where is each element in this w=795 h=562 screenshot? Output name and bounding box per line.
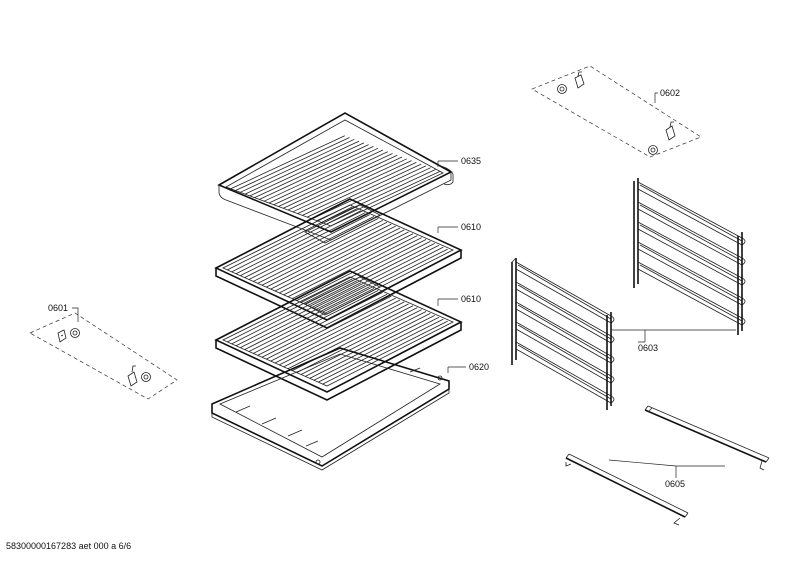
document-id: 58300000167283 aet 000 a 6/6 <box>6 541 132 551</box>
rail-run <box>639 204 743 262</box>
wire-bar <box>248 288 375 352</box>
wire-bar <box>257 291 383 356</box>
wire-bar <box>305 313 431 377</box>
wire-bar <box>231 208 357 273</box>
part-number-0610-upper: 0610 <box>461 222 481 232</box>
wire-bar <box>270 297 396 362</box>
wire-bar <box>287 233 414 298</box>
wire-shelf-0635[interactable] <box>217 112 454 241</box>
wire-bar <box>248 216 375 280</box>
wire-bar <box>274 227 401 292</box>
wire-bar <box>230 135 345 190</box>
wire-bar <box>287 156 403 211</box>
wire-bar <box>253 290 379 354</box>
wire-bar <box>311 165 427 220</box>
nut-part-icon <box>557 84 658 155</box>
part-number-0603: 0603 <box>638 343 658 353</box>
wire-bar <box>318 318 444 383</box>
part-number-0605: 0605 <box>665 479 685 489</box>
part-number-0620: 0620 <box>469 362 489 372</box>
rail-run <box>639 184 743 242</box>
wire-bar <box>326 170 441 225</box>
wire-bar <box>244 286 370 350</box>
wire-bar <box>261 293 388 358</box>
wire-bar <box>313 316 440 381</box>
grid-rack-0610-upper[interactable] <box>214 198 463 329</box>
wire-bar <box>266 223 392 288</box>
part-number-0635: 0635 <box>461 156 481 166</box>
side-rail-0603-right[interactable] <box>633 178 746 335</box>
grid-rack-0610-lower[interactable] <box>214 270 463 401</box>
wire-bar <box>283 303 409 368</box>
part-number-0610-lower: 0610 <box>461 294 481 304</box>
wire-bar <box>322 248 448 313</box>
wire-bar <box>240 284 366 349</box>
telescopic-runner-0605-lower[interactable] <box>565 453 689 526</box>
wire-bar <box>287 305 414 370</box>
wire-bar <box>270 225 396 290</box>
wire-bar <box>283 154 398 209</box>
wire-bar <box>259 146 374 200</box>
rail-run <box>517 264 612 320</box>
wire-bar <box>274 299 401 364</box>
wire-bar <box>257 219 383 284</box>
wire-bar <box>240 212 366 277</box>
telescopic-runner-0605-upper[interactable] <box>644 405 770 471</box>
part-number-0601: 0601 <box>48 303 68 313</box>
side-rail-0603-left[interactable] <box>511 257 615 410</box>
wire-bar <box>300 311 427 375</box>
wire-bar <box>283 231 409 296</box>
leader-lines <box>72 92 736 478</box>
wire-bar <box>273 151 388 206</box>
wire-bar <box>240 138 355 193</box>
wire-bar <box>302 162 417 216</box>
wire-bar <box>278 153 393 207</box>
wire-bar <box>266 295 392 360</box>
wire-bar <box>227 206 353 271</box>
rail-run <box>517 324 612 380</box>
wire-bar <box>249 142 365 197</box>
wire-bar <box>318 246 444 311</box>
wire-bar <box>279 229 405 294</box>
wire-bar <box>292 235 418 300</box>
wire-bar <box>244 214 370 278</box>
wire-bar <box>292 158 407 213</box>
wire-bar <box>264 147 379 202</box>
wire-bar <box>296 237 422 301</box>
wire-bar <box>321 169 436 223</box>
wire-bar <box>306 163 422 218</box>
wire-bar <box>235 282 362 347</box>
rail-run <box>517 304 612 360</box>
wire-bar <box>309 314 435 379</box>
rail-run <box>517 344 612 400</box>
rail-run <box>517 284 612 340</box>
wire-bar <box>296 309 422 373</box>
fastener-kit-0601[interactable] <box>29 312 178 400</box>
wire-bar <box>279 301 405 366</box>
wire-bar <box>244 140 360 195</box>
clip-part-icon <box>57 329 138 387</box>
wire-bar <box>253 218 379 282</box>
wire-bar <box>254 144 369 198</box>
wire-bar <box>231 280 357 345</box>
wire-bar <box>300 239 427 303</box>
baking-tray-0620[interactable] <box>211 347 450 471</box>
rail-run <box>639 244 743 302</box>
clip-part-icon <box>574 71 676 141</box>
wire-bar <box>235 210 362 275</box>
part-number-0602: 0602 <box>660 88 680 98</box>
fastener-kit-0602[interactable] <box>531 65 702 158</box>
wire-bar <box>309 242 435 307</box>
wire-bar <box>322 320 448 385</box>
wire-bar <box>297 160 412 214</box>
rail-run <box>639 224 743 282</box>
wire-bar <box>235 137 350 191</box>
wire-bar <box>261 221 388 286</box>
wire-bar <box>313 244 440 309</box>
rail-run <box>639 264 743 322</box>
wire-bar <box>268 149 384 204</box>
wire-bar <box>227 278 353 343</box>
nut-part-icon <box>70 328 151 382</box>
